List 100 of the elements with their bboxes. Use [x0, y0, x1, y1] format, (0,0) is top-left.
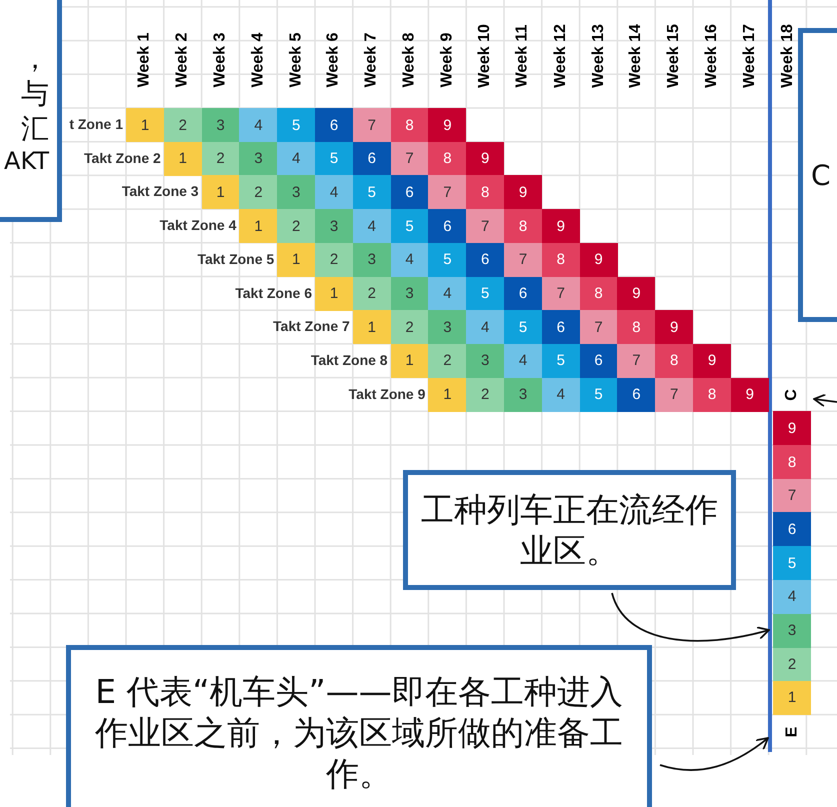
schedule-cell: 2 [164, 108, 202, 142]
callout-text: AKT [4, 146, 49, 176]
week-label: Week 5 [287, 32, 306, 88]
schedule-cell: 3 [773, 614, 811, 648]
schedule-cell: 4 [504, 344, 542, 378]
schedule-cell: 1 [773, 680, 811, 715]
schedule-cell: 1 [164, 142, 202, 176]
schedule-cell: 2 [277, 209, 316, 244]
schedule-cell: 2 [773, 647, 811, 682]
week-label: Week 13 [589, 24, 608, 88]
schedule-cell: 9 [504, 175, 542, 210]
schedule-cell: 8 [466, 175, 504, 210]
week-label: Week 2 [174, 32, 192, 88]
week-label: Week 17 [740, 24, 759, 88]
arrow [660, 737, 769, 771]
schedule-cell: 6 [542, 310, 580, 344]
week-label: Week 14 [627, 24, 646, 88]
schedule-cell: 9 [428, 108, 466, 142]
schedule-cell: 7 [390, 142, 429, 176]
schedule-cell: 9 [773, 411, 811, 446]
schedule-cell: 7 [617, 344, 656, 378]
schedule-cell: 8 [542, 242, 580, 277]
schedule-cell: 9 [730, 378, 769, 412]
schedule-cell: 8 [693, 378, 731, 412]
schedule-cell: 7 [542, 276, 580, 310]
week-label: Week 16 [702, 24, 721, 88]
week-label: Week 1 [136, 32, 154, 88]
schedule-cell: 1 [239, 209, 278, 244]
zone-label: t Zone 1 [69, 116, 123, 132]
schedule-cell: 5 [542, 344, 580, 378]
schedule-cell: 2 [428, 344, 466, 378]
schedule-cell: 2 [315, 242, 353, 277]
schedule-cell: 2 [202, 142, 240, 176]
callout-text: ， [21, 40, 49, 76]
schedule-cell: 1 [126, 108, 164, 142]
week-label: Week 10 [476, 24, 494, 88]
schedule-cell: 2 [239, 175, 278, 210]
callout-text: 工种列车正在流经作业区。 [420, 488, 719, 572]
callout-text: 汇 [21, 110, 49, 146]
schedule-cell: 8 [655, 344, 694, 378]
schedule-cell: 3 [504, 378, 542, 412]
schedule-cell: 5 [580, 378, 618, 412]
zone-label: Takt Zone 4 [160, 217, 236, 234]
schedule-cell: 4 [390, 242, 429, 277]
schedule-cell: 9 [542, 209, 580, 244]
schedule-cell: 9 [617, 276, 656, 310]
schedule-cell: 4 [428, 276, 466, 310]
schedule-cell: 7 [466, 209, 504, 244]
schedule-cell: 1 [390, 344, 429, 378]
schedule-cell: 3 [466, 344, 504, 378]
schedule-cell: 5 [428, 242, 466, 277]
schedule-cell: 7 [428, 175, 466, 210]
schedule-cell: 8 [504, 209, 542, 244]
schedule-cell: 8 [390, 108, 429, 142]
schedule-cell: 5 [773, 546, 811, 580]
arrow [611, 592, 770, 642]
week-label: Week 9 [438, 32, 456, 88]
week-label: Week 11 [514, 24, 532, 88]
schedule-cell: 8 [773, 445, 811, 479]
schedule-cell: 5 [352, 175, 391, 210]
zone-label: Takt Zone 2 [84, 150, 161, 166]
schedule-cell: 5 [277, 108, 316, 142]
schedule-cell: 4 [352, 209, 391, 244]
zone-label: Takt Zone 7 [273, 318, 350, 334]
schedule-cell: 3 [239, 142, 278, 176]
schedule-cell: 1 [277, 242, 316, 277]
schedule-cell: 5 [466, 276, 504, 310]
schedule-cell: 8 [580, 276, 618, 310]
callout-text: C [811, 158, 831, 192]
schedule-cell: 9 [693, 344, 731, 378]
marker-cell: E [773, 714, 811, 749]
schedule-cell: 4 [315, 175, 353, 210]
schedule-cell: 2 [466, 378, 504, 412]
week-label: Week 6 [324, 32, 343, 88]
zone-label: Takt Zone 3 [122, 183, 199, 200]
schedule-cell: 3 [352, 242, 391, 277]
schedule-cell: 9 [466, 142, 504, 176]
schedule-cell: 2 [352, 276, 391, 310]
schedule-cell: 4 [239, 108, 278, 142]
zone-label: Takt Zone 6 [235, 284, 312, 300]
week-label: Week 4 [249, 32, 268, 88]
week-label: Week 15 [664, 24, 683, 88]
week-label: Week 7 [362, 32, 381, 88]
schedule-cell: 6 [504, 276, 542, 310]
week-label: Week 8 [400, 32, 418, 88]
schedule-cell: 4 [773, 580, 811, 614]
schedule-cell: 6 [617, 378, 656, 412]
schedule-cell: 5 [504, 310, 542, 344]
schedule-cell: 4 [277, 142, 316, 176]
zone-label: Takt Zone 9 [348, 386, 426, 402]
schedule-cell: 1 [428, 378, 466, 412]
schedule-cell: 7 [655, 378, 694, 412]
schedule-cell: 1 [202, 175, 240, 210]
schedule-cell: 5 [390, 209, 429, 244]
zone-label: Takt Zone 5 [197, 250, 274, 267]
schedule-cell: 7 [773, 478, 811, 513]
schedule-cell: 6 [315, 108, 353, 142]
schedule-cell: 7 [580, 310, 618, 344]
schedule-cell: 4 [542, 378, 580, 412]
schedule-cell: 3 [277, 175, 316, 210]
